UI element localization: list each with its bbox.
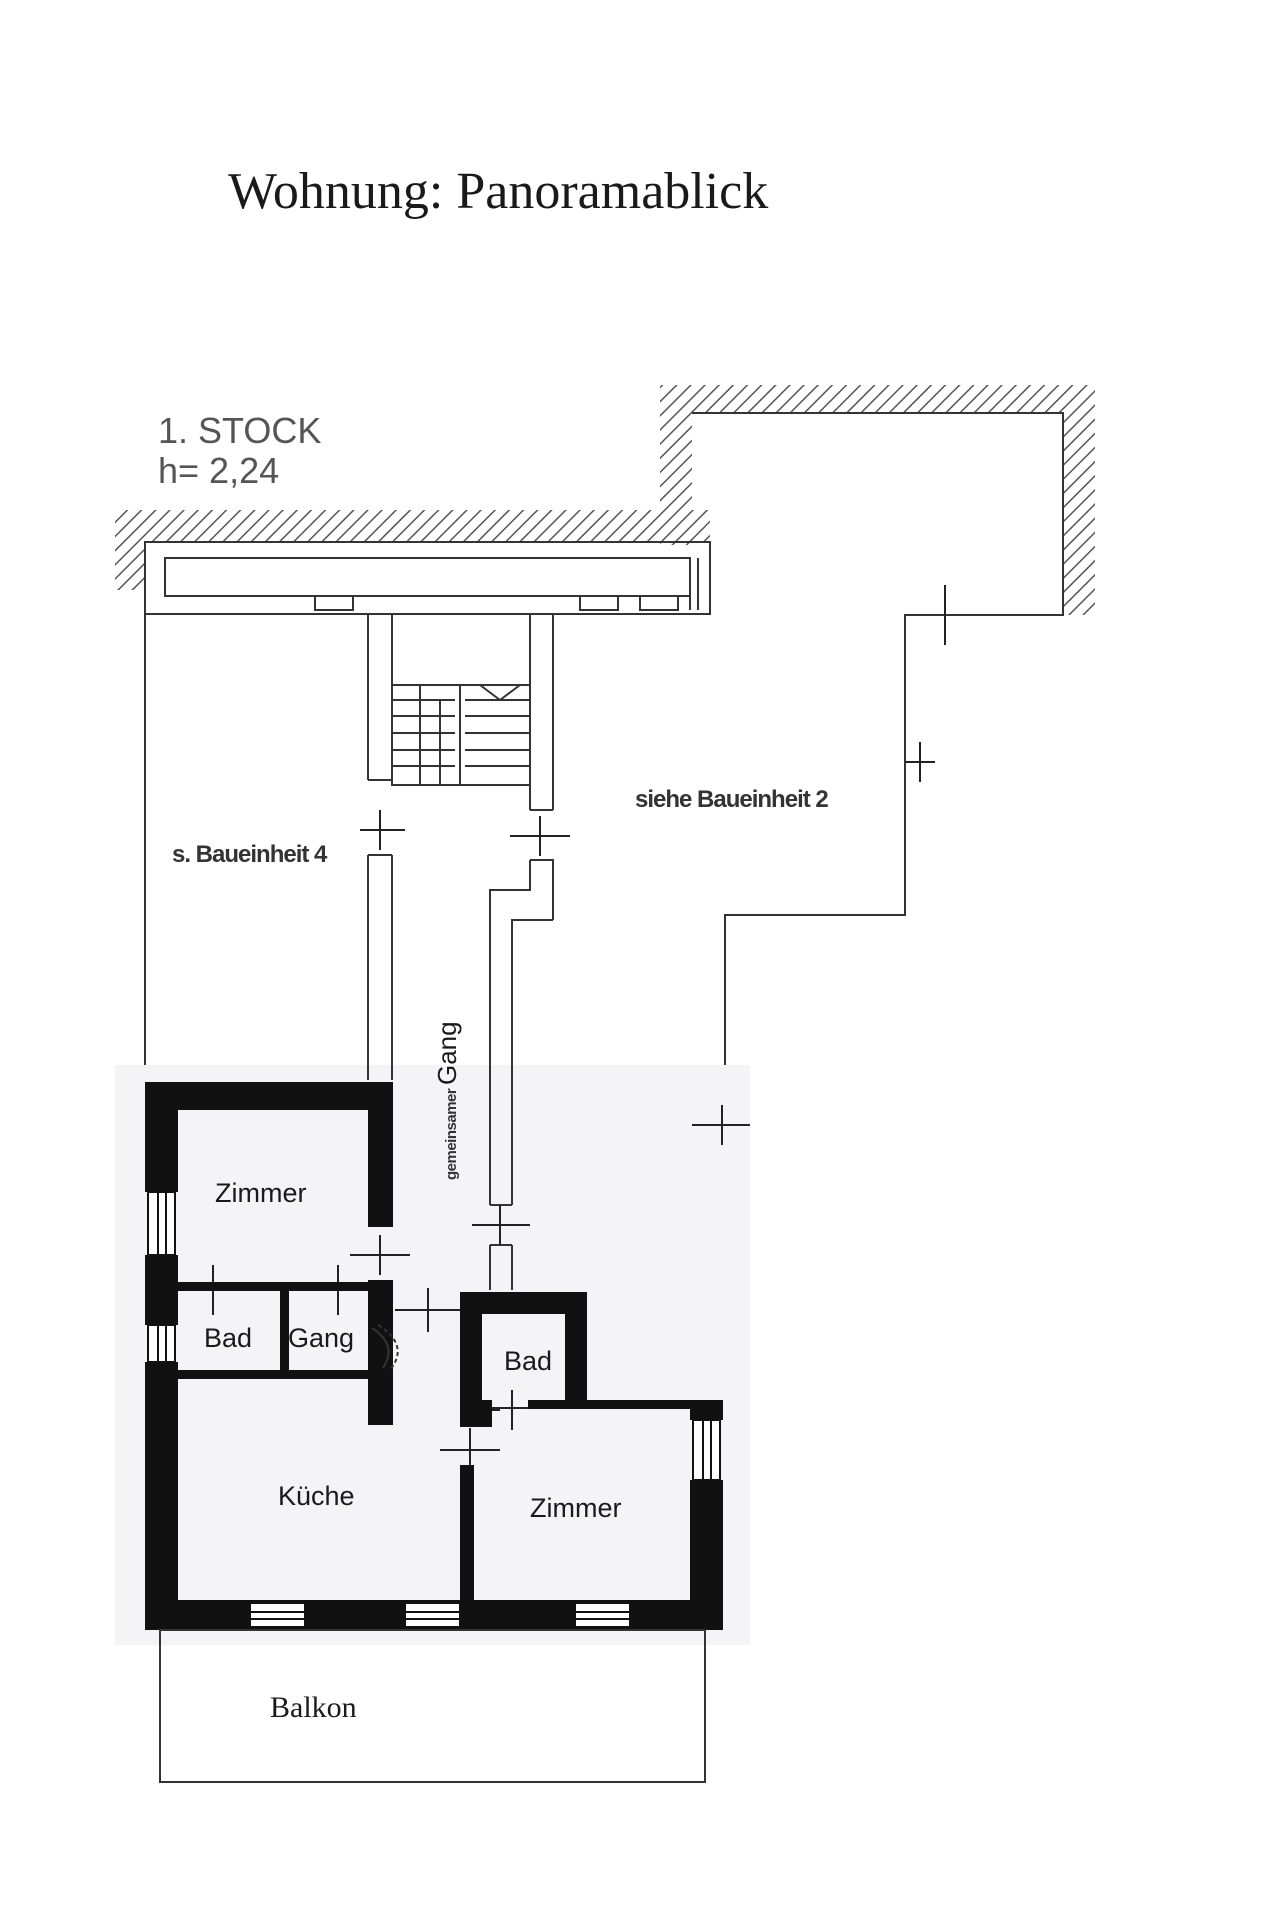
page-title: Wohnung: Panoramablick (228, 163, 768, 220)
room-zimmer-2: Zimmer (530, 1493, 621, 1523)
balcony-outline (159, 1629, 706, 1783)
label-baueinheit-4: s. Baueinheit 4 (172, 841, 328, 868)
room-balkon: Balkon (270, 1691, 357, 1724)
svg-text:Gang: Gang (432, 1021, 462, 1085)
room-gang: Gang (288, 1323, 354, 1353)
staircase (391, 684, 531, 786)
door-arc (377, 1324, 399, 1371)
apartment-highlight (115, 1065, 750, 1645)
label-baueinheit-2: siehe Baueinheit 2 (635, 786, 828, 813)
outer-wall-hatched (115, 385, 1095, 615)
building-outline (144, 412, 1064, 1290)
svg-text:gemeinsamer: gemeinsamer (443, 1088, 460, 1180)
room-bad-1: Bad (204, 1323, 252, 1353)
floor-height: h= 2,24 (158, 450, 279, 491)
windows (147, 1191, 721, 1628)
room-zimmer-1: Zimmer (215, 1178, 306, 1208)
room-kueche: Küche (278, 1481, 355, 1511)
room-bad-2: Bad (504, 1346, 552, 1376)
label-gemeinsamer-gang: gemeinsamer Gang (432, 1021, 462, 1180)
floor-level: 1. STOCK (158, 410, 321, 451)
